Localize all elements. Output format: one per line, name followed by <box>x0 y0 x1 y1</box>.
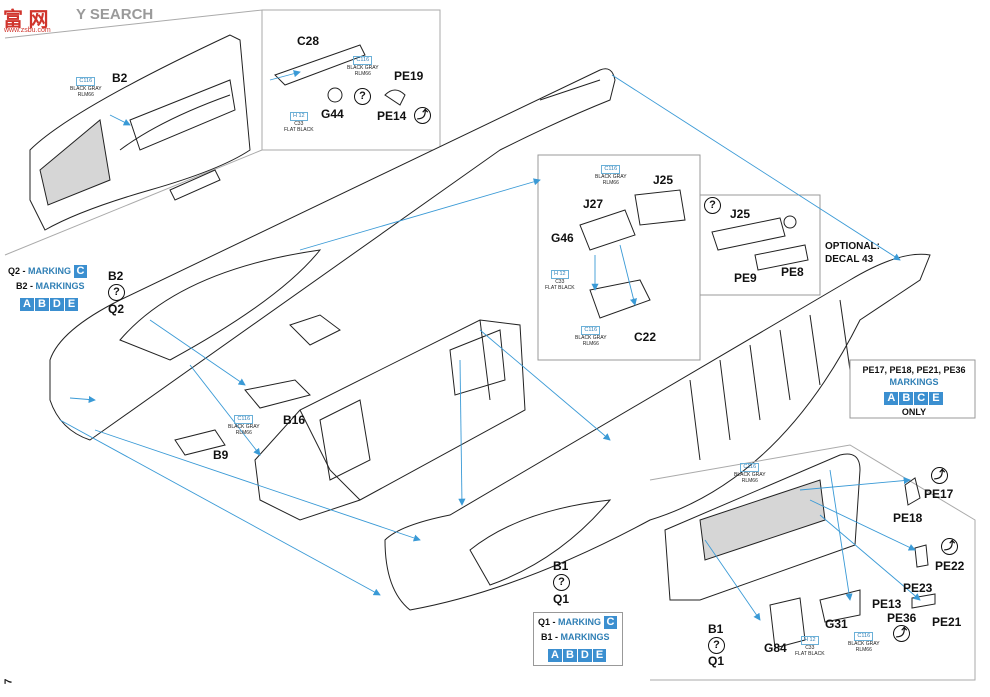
part-label-pe36: PE36 <box>887 611 917 625</box>
markings-right-list: PE17, PE18, PE21, PE36 <box>862 365 966 375</box>
marking-letter: E <box>64 298 79 311</box>
bend-icon: ⤴ <box>941 538 958 555</box>
marking-letter: C <box>914 392 929 405</box>
marking-letter: D <box>49 298 64 311</box>
markings-q1-text: MARKING <box>558 617 602 627</box>
part-label-pe22: PE22 <box>935 559 965 573</box>
watermark-logo: 富 网 <box>3 9 49 31</box>
part-label-g31: G31 <box>825 617 848 631</box>
bend-icon: ⤴ <box>931 467 948 484</box>
panel-frame-bottom-right <box>649 444 976 681</box>
markings-q2-label: Q2 - <box>8 266 29 276</box>
part-label-q1-br: Q1 <box>708 654 725 668</box>
part-label-b9: B9 <box>213 448 229 462</box>
cockpit-tub <box>254 319 526 521</box>
marking-letter: E <box>592 649 607 662</box>
part-label-j25-pe: J25 <box>730 207 751 221</box>
b2-fuselage-half <box>49 68 616 441</box>
part-label-q2-left: Q2 <box>108 302 125 316</box>
optional-note: OPTIONAL: DECAL 43 <box>825 240 880 266</box>
bend-icon: ⤴ <box>414 107 431 124</box>
part-label-pe8: PE8 <box>781 265 804 279</box>
part-label-b2-left: B2 <box>108 269 124 283</box>
part-label-pe19: PE19 <box>394 69 424 83</box>
markings-b1-text: MARKINGS <box>560 632 610 642</box>
markings-right-text: MARKINGS <box>889 377 939 387</box>
part-label-b1-br: B1 <box>708 622 724 636</box>
b2-inner-fuselage <box>29 34 251 231</box>
part-label-pe14: PE14 <box>377 109 407 123</box>
markings-q2-text: MARKING <box>28 266 72 276</box>
bend-icon: ⤴ <box>893 625 910 642</box>
marking-letter: E <box>929 392 943 405</box>
marking-letter: A <box>20 298 34 311</box>
part-label-g84: G84 <box>764 641 787 655</box>
question-icon: ? <box>708 637 725 654</box>
part-label-pe9: PE9 <box>734 271 757 285</box>
part-label-g44: G44 <box>321 107 344 121</box>
question-icon: ? <box>354 88 371 105</box>
part-label-pe18: PE18 <box>893 511 923 525</box>
question-icon: ? <box>108 284 125 301</box>
markings-q1-label: Q1 - <box>538 617 559 627</box>
marking-letter: B <box>34 298 49 311</box>
marking-letter: B <box>899 392 914 405</box>
panel-frame-top-middle <box>262 9 441 151</box>
question-icon: ? <box>704 197 721 214</box>
marking-letter-c: C <box>603 616 618 629</box>
part-label-c28: C28 <box>297 34 320 48</box>
page-number: 7 <box>3 678 15 685</box>
part-label-b16: B16 <box>283 413 306 427</box>
question-icon: ? <box>553 574 570 591</box>
part-label-pe13: PE13 <box>872 597 902 611</box>
part-label-j27: J27 <box>583 197 604 211</box>
markings-b2-label: B2 - <box>16 281 36 291</box>
part-label-pe17: PE17 <box>924 487 954 501</box>
marking-letter-c: C <box>73 265 88 278</box>
markings-right-only: ONLY <box>901 407 927 417</box>
marking-letter: A <box>548 649 562 662</box>
part-label-c22: C22 <box>634 330 657 344</box>
part-label-g46: G46 <box>551 231 574 245</box>
marking-letter: A <box>884 392 899 405</box>
panel-frame-top-left <box>4 9 263 256</box>
optional-line-1: OPTIONAL: <box>825 241 880 252</box>
part-label-q1: Q1 <box>553 592 570 606</box>
part-label-pe21: PE21 <box>932 615 962 629</box>
watermark-site: www.zsbu.com <box>4 27 51 34</box>
marking-letter: D <box>577 649 592 662</box>
part-label-b1: B1 <box>553 559 569 573</box>
marking-letter: B <box>562 649 577 662</box>
part-label-pe23: PE23 <box>903 581 933 595</box>
markings-b2-text: MARKINGS <box>35 281 85 291</box>
watermark-search: Y SEARCH <box>76 6 154 23</box>
part-label-b2: B2 <box>112 71 128 85</box>
optional-line-2: DECAL 43 <box>825 254 874 265</box>
markings-b1-label: B1 - <box>541 632 561 642</box>
part-label-j25: J25 <box>653 173 674 187</box>
